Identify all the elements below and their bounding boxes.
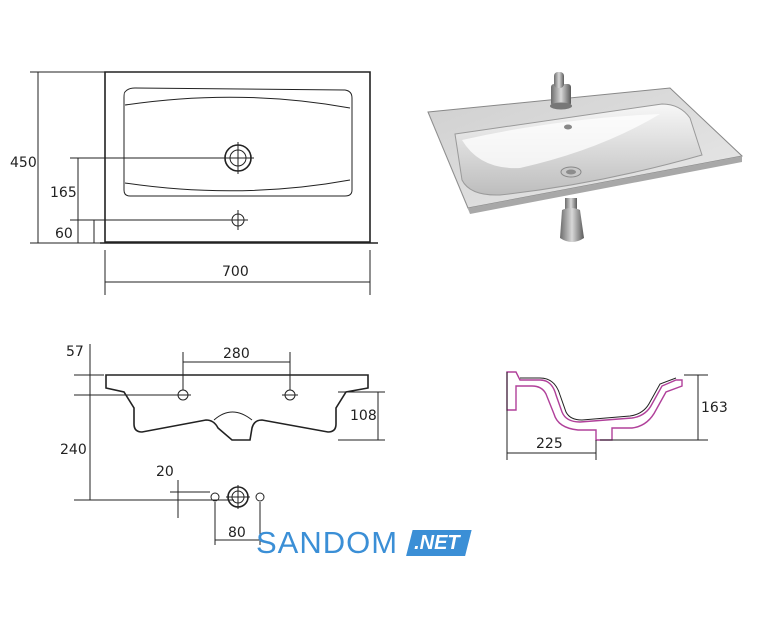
front-view: 280 57 240 108 20 80: [60, 344, 385, 545]
top-view: 450 165 60 700: [10, 71, 378, 295]
section-profile: [506, 371, 683, 441]
dim-60: 60: [55, 226, 73, 242]
section-view: 225 163: [506, 371, 728, 460]
front-view-outline: [105, 374, 369, 441]
top-view-outline: [104, 71, 371, 243]
dim-240: 240: [60, 442, 87, 458]
dim-450: 450: [10, 155, 37, 171]
dim-700: 700: [222, 264, 249, 280]
faucet-icon: [550, 72, 572, 110]
drain-fitting-icon: [210, 485, 265, 509]
dim-108: 108: [350, 408, 377, 424]
watermark-tag: .NET: [406, 530, 472, 556]
watermark-logo: SANDOM .NET: [256, 525, 472, 561]
dim-57: 57: [66, 344, 84, 360]
dim-80: 80: [228, 525, 246, 541]
siphon-icon: [560, 198, 584, 242]
dim-280: 280: [223, 346, 250, 362]
drain-icon: [222, 142, 254, 174]
top-view-bowl: [123, 87, 353, 197]
dim-165: 165: [50, 185, 77, 201]
dim-225: 225: [536, 436, 563, 452]
watermark-main: SANDOM: [256, 525, 399, 560]
dim-163: 163: [701, 400, 728, 416]
basin-render: [427, 72, 744, 242]
dim-20: 20: [156, 464, 174, 480]
